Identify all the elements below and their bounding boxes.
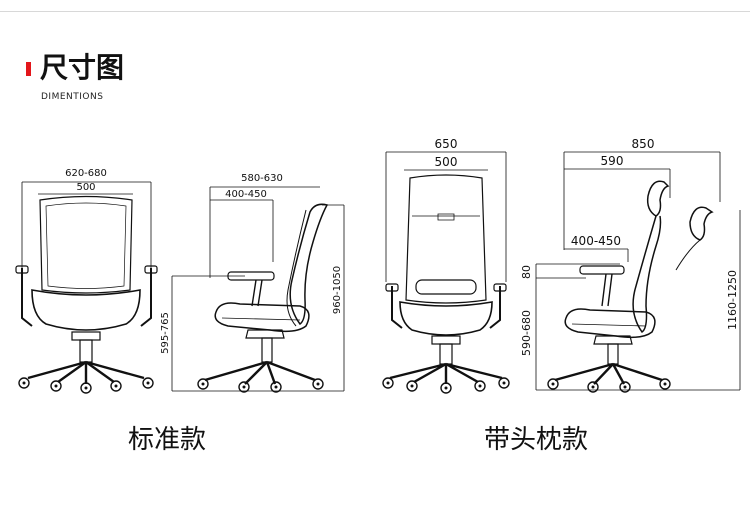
caster-icon xyxy=(440,382,452,394)
hr-side-seat-depth-label: 400-450 xyxy=(571,234,621,248)
standard-caption: 标准款 xyxy=(128,425,207,455)
caster-icon xyxy=(110,380,122,392)
hr-side-back-depth-label: 590 xyxy=(601,154,624,168)
page-title: 尺寸图 xyxy=(40,51,125,84)
std-side-total-height-label: 960-1050 xyxy=(332,266,343,314)
std-front-back-width-label: 500 xyxy=(76,182,95,193)
hr-side-total-height-label: 1160-1250 xyxy=(726,270,739,330)
std-side-overall-depth-label: 580-630 xyxy=(241,173,283,184)
caster-icon xyxy=(382,377,394,389)
caster-icon xyxy=(142,377,154,389)
caster-icon xyxy=(474,380,486,392)
top-divider xyxy=(0,11,750,12)
caster-icon xyxy=(619,381,631,393)
caster-icon xyxy=(587,381,599,393)
caster-icon xyxy=(50,380,62,392)
caster-icon xyxy=(659,378,671,390)
title-accent-bar xyxy=(26,62,31,76)
caster-icon xyxy=(18,377,30,389)
caster-icon xyxy=(238,381,250,393)
hr-front-overall-width-label: 650 xyxy=(435,137,458,151)
std-side-seat-height-label: 595-765 xyxy=(160,312,171,354)
hr-side-overall-depth-label: 850 xyxy=(632,137,655,151)
caster-icon xyxy=(498,377,510,389)
standard-front-view xyxy=(15,181,158,384)
hr-side-armrest-adjust-label: 80 xyxy=(520,265,533,279)
hr-front-back-width-label: 500 xyxy=(435,155,458,169)
headrest-side-view xyxy=(535,151,741,391)
std-front-overall-width-label: 620-680 xyxy=(65,168,107,179)
caster-icon xyxy=(80,382,92,394)
caster-icon xyxy=(312,378,324,390)
caster-icon xyxy=(197,378,209,390)
standard-side-view xyxy=(171,186,345,392)
caster-icon xyxy=(406,380,418,392)
hr-side-seat-height-label: 590-680 xyxy=(520,310,533,356)
headrest-caption: 带头枕款 xyxy=(484,425,589,455)
page-subtitle: DIMENTIONS xyxy=(41,92,104,102)
headrest-front-view xyxy=(385,151,507,384)
caster-icon xyxy=(547,378,559,390)
std-side-seat-depth-label: 400-450 xyxy=(225,189,267,200)
